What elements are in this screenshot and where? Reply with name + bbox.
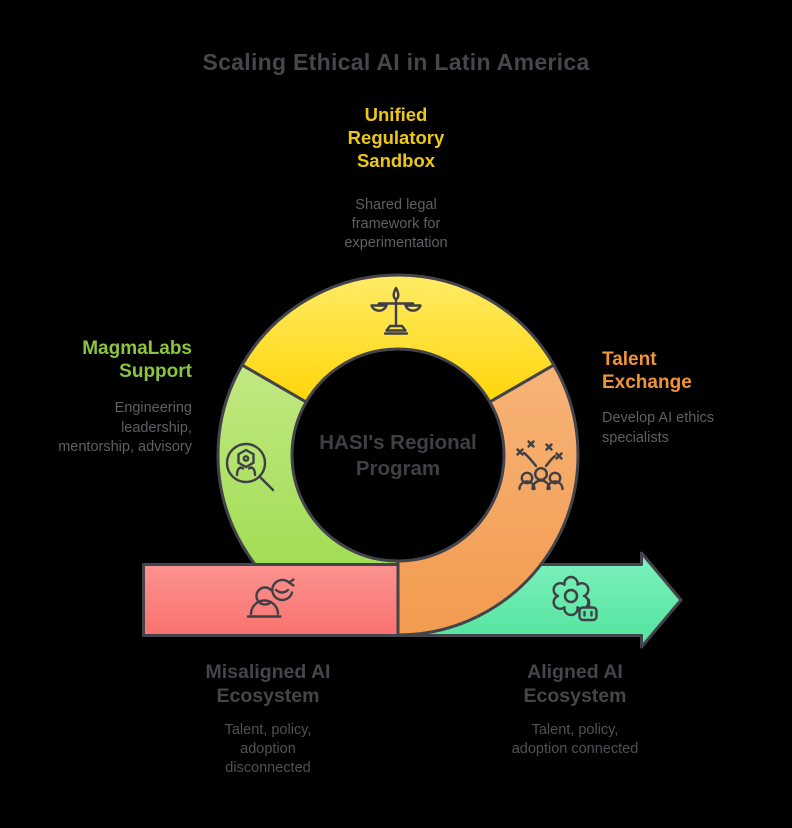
flow-start-description: Talent, policy, adoption disconnected: [224, 722, 312, 776]
segment-right-label: Talent Exchange: [602, 349, 692, 393]
segment-top-label: Unified Regulatory Sandbox: [347, 104, 445, 171]
segment-top-description: Shared legal framework for experimentati…: [344, 197, 448, 251]
segment-right-description: Develop AI ethics specialists: [602, 410, 715, 446]
segment-right: [396, 363, 580, 637]
segment-left-description: Engineering leadership, mentorship, advi…: [58, 400, 192, 455]
person-search-icon: [225, 442, 275, 492]
page-title: Scaling Ethical AI in Latin America: [202, 49, 590, 75]
person-change-icon: [246, 578, 295, 618]
scales-of-justice-icon: [370, 286, 422, 335]
flow-end-title: Aligned AI Ecosystem: [523, 661, 627, 707]
segment-left-label: MagmaLabs Support: [82, 338, 192, 382]
diagram-center-label: HASI's Regional Program: [319, 431, 477, 480]
flow-end-description: Talent, policy, adoption connected: [511, 722, 639, 757]
segment-top: [240, 273, 556, 404]
gear-robot-icon: [552, 575, 598, 622]
flow-arrow-start-band: [142, 563, 401, 637]
people-celebration-icon: [516, 440, 564, 491]
flow-start-title: Misaligned AI Ecosystem: [205, 661, 331, 707]
